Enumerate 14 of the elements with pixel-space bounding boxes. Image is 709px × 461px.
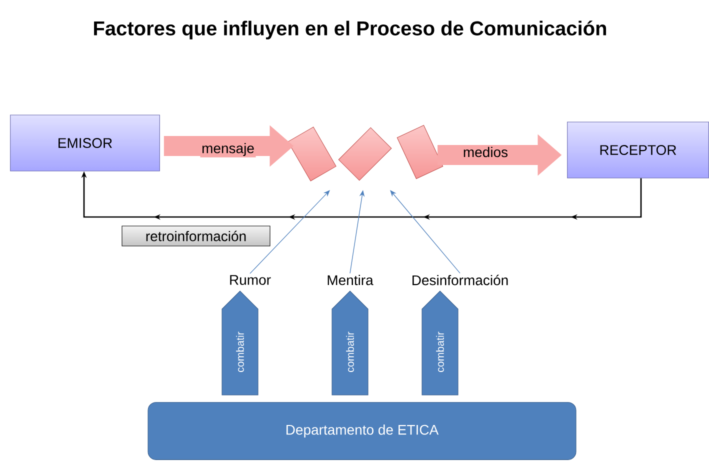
process-box: EMISOR <box>10 114 160 172</box>
title: Factores que influyen en el Proceso de Comunicación <box>94 20 606 40</box>
feedback-box: retroinformación <box>122 226 270 246</box>
process-box: RECEPTOR <box>567 122 709 178</box>
arrow <box>390 190 460 274</box>
tilted-box <box>338 127 392 181</box>
arrow <box>250 190 330 274</box>
department-box: Departamento de ETICA <box>148 402 576 460</box>
factor-label: Desinformación <box>412 274 508 286</box>
edge-label: mensaje <box>200 142 256 158</box>
edge-label: medios <box>462 146 510 158</box>
tilted-box <box>288 126 336 182</box>
factor-label: Mentira <box>328 274 374 286</box>
factor-label: Rumor <box>230 275 271 285</box>
